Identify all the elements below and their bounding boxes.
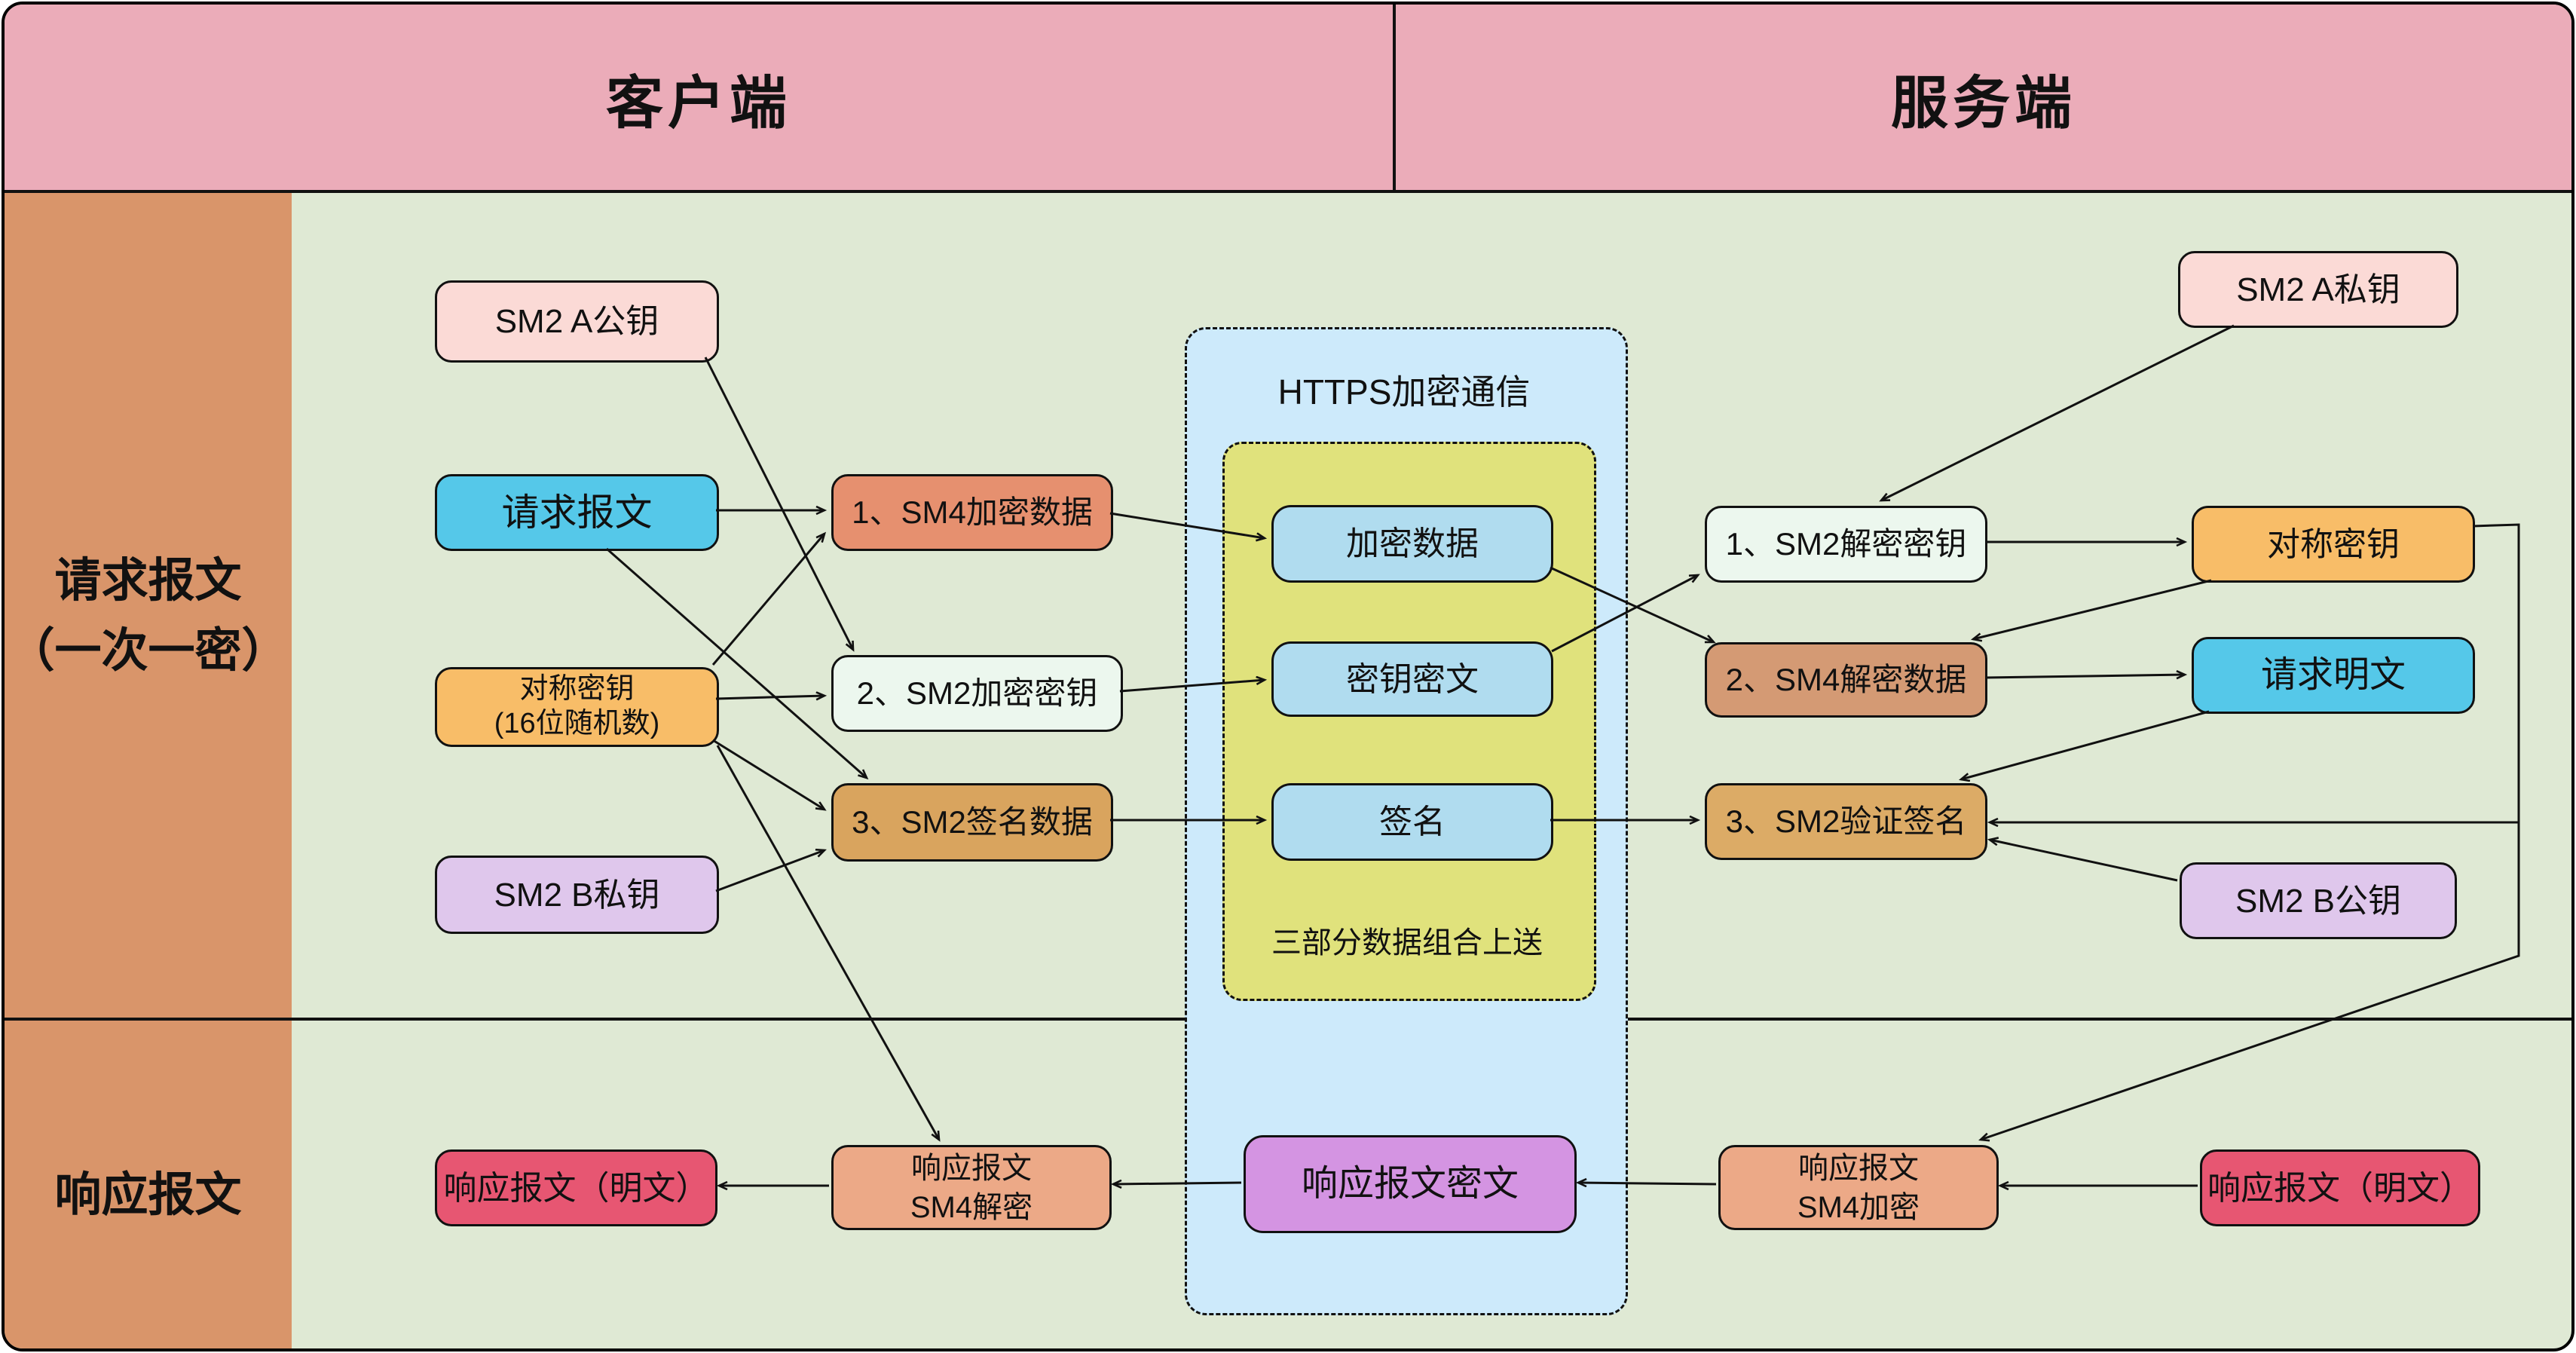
node-response-sm4-encrypt: 响应报文 SM4加密 [1718, 1145, 1999, 1230]
node-response-ciphertext: 响应报文密文 [1244, 1135, 1577, 1233]
node-request-plaintext: 请求明文 [2192, 637, 2475, 714]
node-server-symmetric-key: 对称密钥 [2192, 506, 2475, 583]
node-response-sm4-decrypt: 响应报文 SM4解密 [831, 1145, 1112, 1230]
header-divider-line [5, 190, 2571, 193]
header-band [5, 5, 2571, 191]
client-server-divider-line [1393, 5, 1396, 191]
node-key-ciphertext: 密钥密文 [1271, 641, 1553, 717]
node-sm2-a-private-key: SM2 A私钥 [2178, 251, 2458, 328]
node-client-step1-sm4-encrypt: 1、SM4加密数据 [831, 474, 1113, 551]
node-sm2-a-public-key: SM2 A公钥 [435, 280, 719, 363]
node-sm2-b-public-key: SM2 B公钥 [2180, 862, 2457, 939]
combine-container-label: 三部分数据组合上送 [1271, 926, 1543, 960]
node-client-step3-sm2-sign: 3、SM2签名数据 [831, 783, 1113, 862]
node-server-step1-sm2-decrypt-key: 1、SM2解密密钥 [1705, 506, 1987, 583]
sidebar-request-label: 请求报文 （一次一密） [8, 555, 289, 677]
node-response-plain-client: 响应报文（明文） [435, 1149, 717, 1226]
node-server-step3-sm2-verify: 3、SM2验证签名 [1705, 783, 1987, 860]
node-request-message: 请求报文 [435, 474, 719, 551]
node-signature: 签名 [1271, 783, 1553, 861]
node-server-step2-sm4-decrypt: 2、SM4解密数据 [1705, 642, 1987, 718]
https-container-label: HTTPS加密通信 [1277, 372, 1531, 412]
header-client-label: 客户端 [606, 72, 791, 136]
node-client-step2-sm2-encrypt-key: 2、SM2加密密钥 [831, 655, 1123, 732]
header-server-label: 服务端 [1891, 72, 2076, 136]
sidebar-response-label: 响应报文 [54, 1169, 242, 1221]
node-symmetric-key-random: 对称密钥 (16位随机数) [435, 667, 719, 747]
node-sm2-b-private-key: SM2 B私钥 [435, 856, 719, 934]
sidebar-column [5, 191, 292, 1348]
node-encrypted-data: 加密数据 [1271, 505, 1553, 583]
node-response-plain-server: 响应报文（明文） [2200, 1149, 2480, 1226]
